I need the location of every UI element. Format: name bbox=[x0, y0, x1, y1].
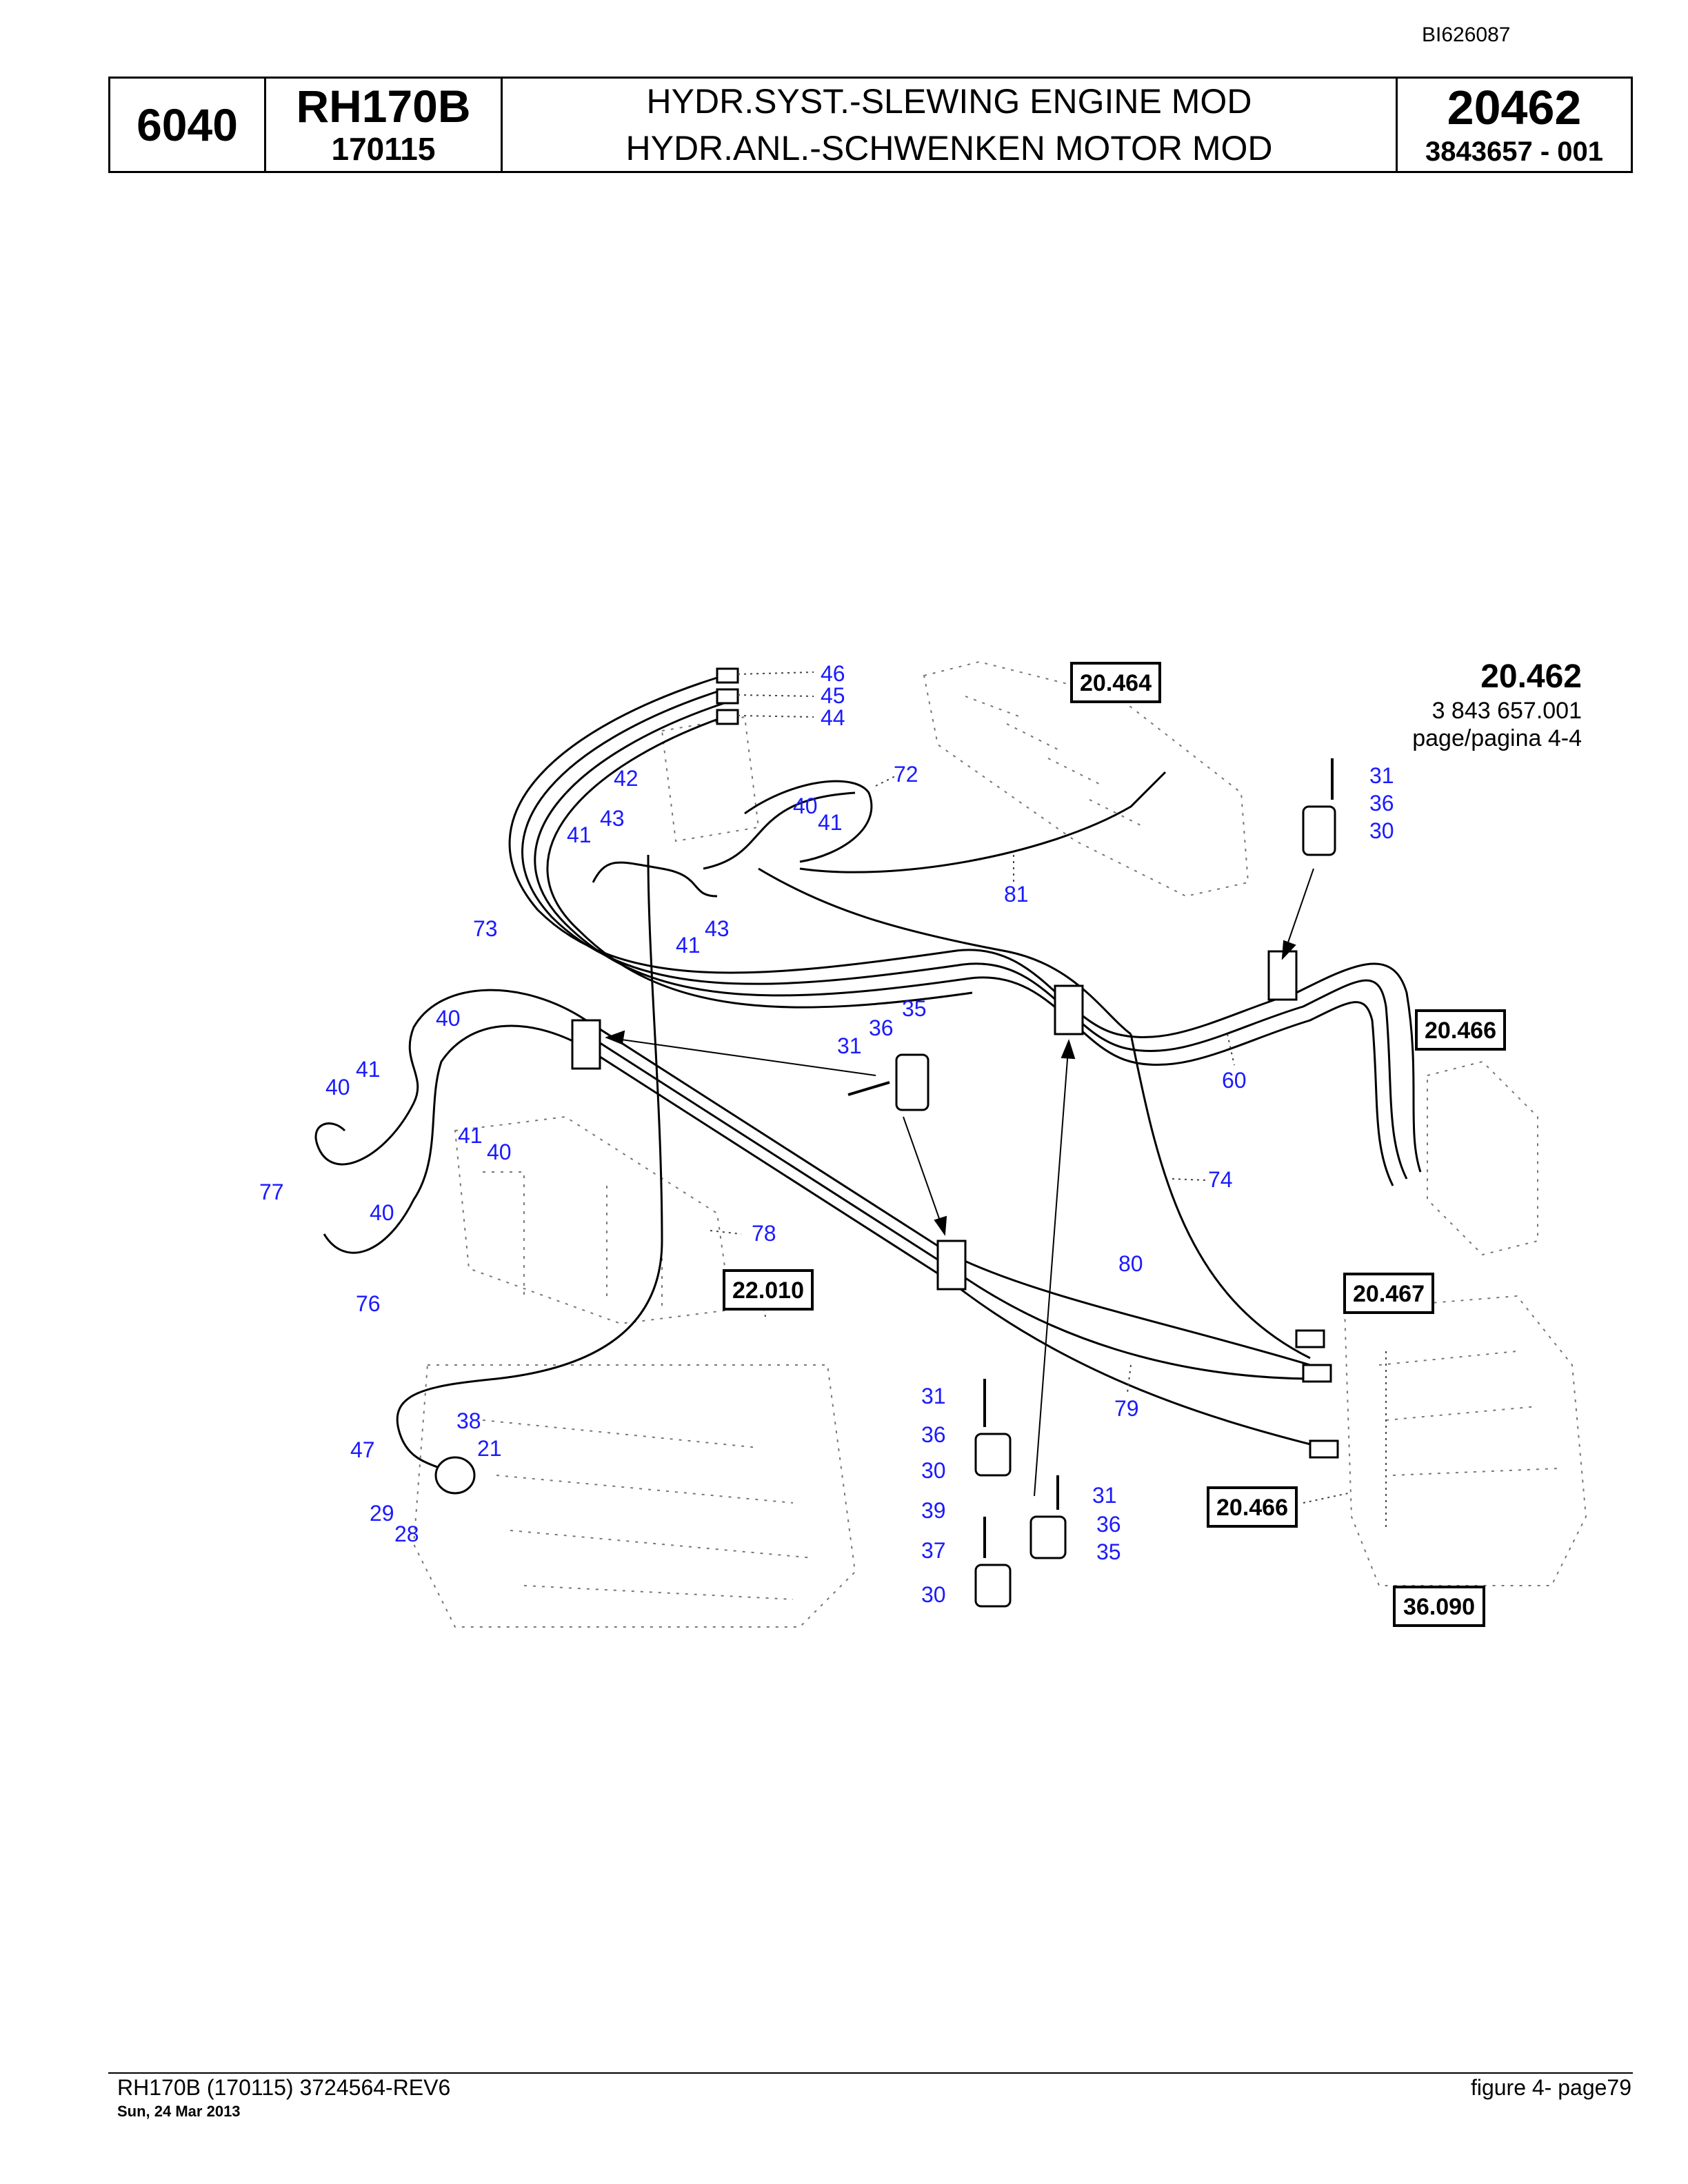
leader-lines bbox=[710, 671, 1387, 1530]
svg-text:20.466: 20.466 bbox=[1425, 1018, 1496, 1044]
callout: 39 bbox=[921, 1498, 946, 1523]
diagram-page-ref: page/pagina 4-4 bbox=[1412, 725, 1582, 751]
callout: 81 bbox=[1004, 882, 1029, 907]
assembly-arrows bbox=[605, 868, 1314, 1497]
svg-text:20.464: 20.464 bbox=[1080, 670, 1152, 696]
callout: 35 bbox=[1096, 1539, 1121, 1564]
title-english: HYDR.SYST.-SLEWING ENGINE MOD bbox=[646, 82, 1252, 121]
group-cell: 20462 3843657 - 001 bbox=[1398, 79, 1631, 171]
callout: 72 bbox=[894, 762, 918, 787]
callout: 41 bbox=[458, 1123, 483, 1148]
title-german: HYDR.ANL.-SCHWENKEN MOTOR MOD bbox=[625, 129, 1273, 168]
callout: 40 bbox=[436, 1006, 461, 1031]
ref-box-20466-upper[interactable]: 20.466 bbox=[1415, 1009, 1506, 1051]
title-cell: HYDR.SYST.-SLEWING ENGINE MOD HYDR.ANL.-… bbox=[503, 79, 1398, 171]
callout: 35 bbox=[902, 996, 927, 1021]
callout: 46 bbox=[821, 661, 845, 686]
callout: 38 bbox=[456, 1408, 481, 1433]
callout: 21 bbox=[477, 1436, 502, 1461]
group-number: 20462 bbox=[1447, 81, 1582, 134]
callout: 40 bbox=[487, 1140, 512, 1164]
callout: 36 bbox=[869, 1015, 894, 1040]
ref-box-36090[interactable]: 36.090 bbox=[1393, 1586, 1485, 1627]
callout: 30 bbox=[921, 1458, 946, 1483]
callout: 79 bbox=[1114, 1396, 1139, 1421]
svg-text:20.467: 20.467 bbox=[1353, 1281, 1425, 1307]
callout: 41 bbox=[567, 822, 592, 847]
callout: 31 bbox=[921, 1384, 946, 1408]
part-number: 3843657 - 001 bbox=[1425, 136, 1603, 167]
serial-number: 170115 bbox=[331, 131, 436, 167]
callout: 29 bbox=[370, 1501, 394, 1526]
callout: 43 bbox=[705, 916, 730, 941]
ref-box-20467[interactable]: 20.467 bbox=[1343, 1273, 1434, 1314]
section-number: 6040 bbox=[110, 79, 266, 171]
callout: 41 bbox=[356, 1057, 381, 1082]
diagram-group-label: 20.462 bbox=[1480, 658, 1582, 695]
callout: 28 bbox=[394, 1521, 419, 1546]
svg-text:22.010: 22.010 bbox=[732, 1277, 804, 1304]
svg-text:20.466: 20.466 bbox=[1216, 1495, 1288, 1521]
callout: 36 bbox=[1096, 1512, 1121, 1537]
footer-doc-ref: RH170B (170115) 3724564-REV6 bbox=[117, 2075, 451, 2100]
callout: 43 bbox=[600, 806, 625, 831]
diagram-group-header: 20.462 3 843 657.001 page/pagina 4-4 bbox=[1412, 658, 1582, 751]
diagram-group-ref: 3 843 657.001 bbox=[1432, 698, 1582, 724]
callout: 40 bbox=[370, 1200, 394, 1225]
callout: 40 bbox=[793, 793, 818, 818]
callout: 45 bbox=[821, 683, 845, 708]
callout: 40 bbox=[325, 1075, 350, 1100]
callout: 80 bbox=[1118, 1251, 1143, 1276]
model-name: RH170B bbox=[296, 81, 471, 132]
background-components bbox=[412, 660, 1587, 1628]
callout: 31 bbox=[1092, 1483, 1117, 1508]
callout: 77 bbox=[259, 1180, 284, 1204]
callout-labels: 46 45 44 42 72 43 40 41 41 81 73 41 43 3… bbox=[259, 661, 1394, 1607]
callout: 60 bbox=[1222, 1068, 1247, 1093]
callout: 36 bbox=[1369, 791, 1394, 816]
callout: 76 bbox=[356, 1291, 381, 1316]
callout: 31 bbox=[1369, 763, 1394, 788]
footer-page-ref: figure 4- page79 bbox=[1470, 2075, 1631, 2100]
ref-box-20466-lower[interactable]: 20.466 bbox=[1207, 1486, 1298, 1528]
callout: 36 bbox=[921, 1422, 946, 1447]
callout: 41 bbox=[676, 933, 701, 958]
callout: 41 bbox=[818, 810, 843, 835]
callout: 37 bbox=[921, 1538, 946, 1563]
document-id: BI626087 bbox=[1422, 23, 1511, 46]
callout: 30 bbox=[1369, 818, 1394, 843]
callout: 47 bbox=[350, 1437, 375, 1462]
callout: 78 bbox=[752, 1221, 776, 1246]
callout: 31 bbox=[837, 1033, 862, 1058]
title-block: 6040 RH170B 170115 HYDR.SYST.-SLEWING EN… bbox=[108, 77, 1633, 173]
ref-box-20464[interactable]: 20.464 bbox=[1070, 662, 1161, 703]
footer-divider bbox=[108, 2072, 1633, 2074]
ref-box-22010[interactable]: 22.010 bbox=[723, 1269, 814, 1311]
callout: 73 bbox=[473, 916, 498, 941]
svg-text:36.090: 36.090 bbox=[1403, 1594, 1475, 1620]
callout: 44 bbox=[821, 705, 845, 730]
callout: 42 bbox=[614, 766, 639, 791]
footer-date: Sun, 24 Mar 2013 bbox=[117, 2103, 241, 2120]
callout: 74 bbox=[1208, 1167, 1233, 1192]
callout: 30 bbox=[921, 1582, 946, 1607]
model-cell: RH170B 170115 bbox=[266, 79, 503, 171]
clamps-and-fittings bbox=[434, 667, 1339, 1608]
hydraulic-hoses bbox=[314, 674, 1422, 1470]
